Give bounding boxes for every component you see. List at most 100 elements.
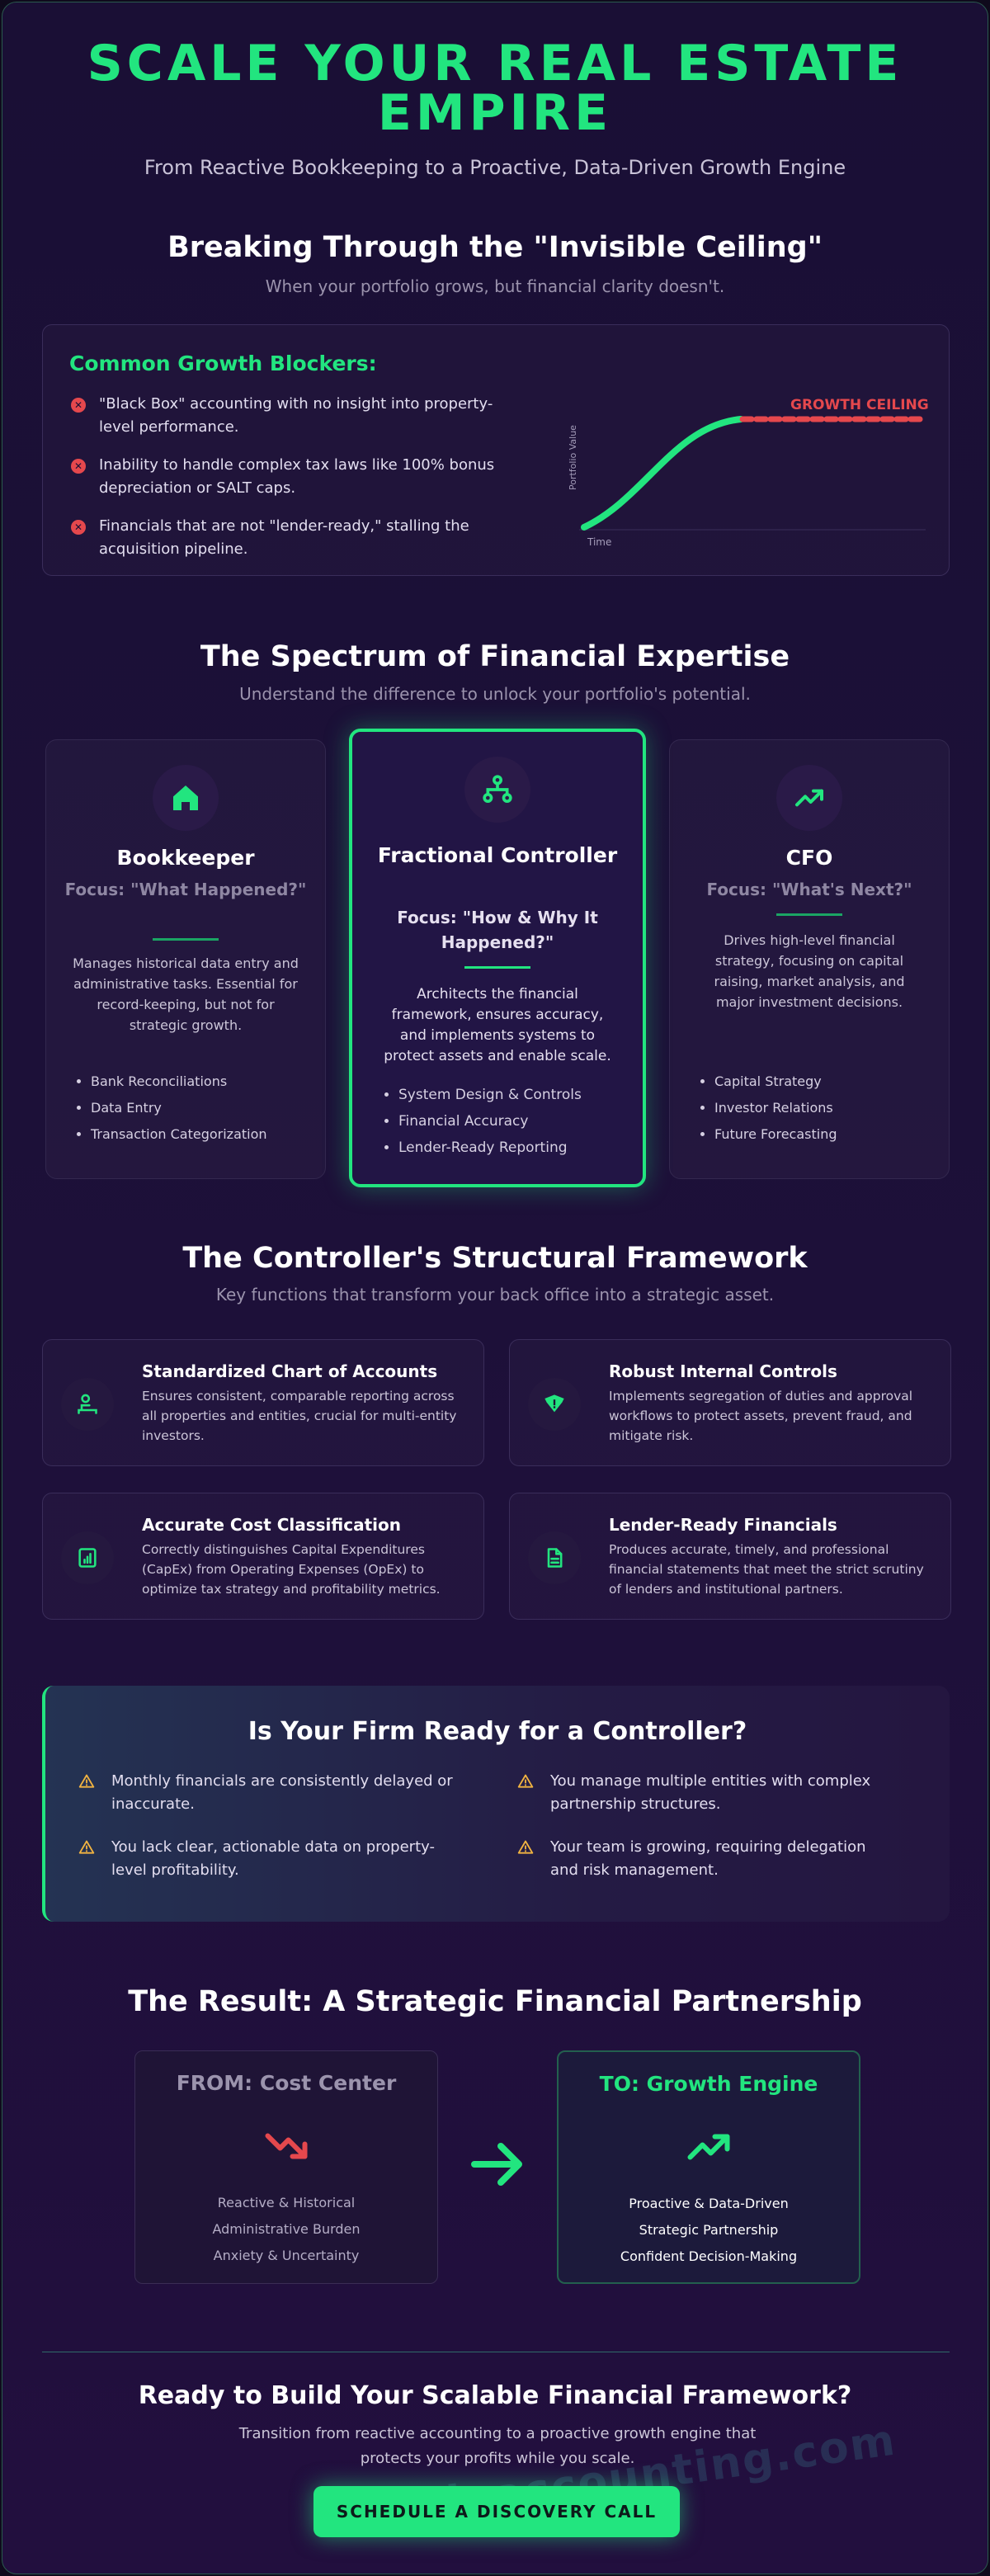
arrow-right-icon — [471, 2143, 522, 2186]
framework-card-description: Produces accurate, timely, and professio… — [609, 1542, 924, 1597]
blockers-title: Common Growth Blockers: — [69, 351, 377, 375]
to-list: Proactive & Data-Driven Strategic Partne… — [559, 2191, 859, 2270]
trend-down-icon — [265, 2133, 308, 2159]
list-item: Data Entry — [91, 1095, 267, 1121]
spec-focus: Focus: "What Happened?" — [64, 880, 307, 899]
cta-subtitle: Transition from reactive accounting to a… — [238, 2425, 757, 2467]
framework-card-description: Correctly distinguishes Capital Expendit… — [142, 1542, 441, 1597]
warning-icon — [517, 1840, 534, 1854]
hierarchy-icon — [464, 757, 530, 823]
from-cost-center-card: FROM: Cost Center Reactive & Historical … — [134, 2050, 438, 2284]
spec-list: Bank Reconciliations Data Entry Transact… — [91, 1069, 267, 1148]
x-axis-label: Time — [587, 536, 611, 548]
spec-description: Drives high-level financial strategy, fo… — [714, 932, 905, 1010]
trend-up-icon — [687, 2134, 730, 2160]
cta-title: Ready to Build Your Scalable Financial F… — [138, 2381, 852, 2410]
from-title: FROM: Cost Center — [176, 2071, 397, 2095]
spectrum-subtitle: Understand the difference to unlock your… — [239, 684, 751, 704]
readiness-title: Is Your Firm Ready for a Controller? — [248, 1717, 747, 1746]
framework-card-title: Robust Internal Controls — [609, 1361, 837, 1381]
list-item: Future Forecasting — [714, 1121, 837, 1148]
bookkeeper-card: Bookkeeper Focus: "What Happened?" Manag… — [45, 739, 326, 1179]
fractional-controller-card: Fractional Controller Focus: "How & Why … — [349, 729, 646, 1187]
framework-card-title: Accurate Cost Classification — [142, 1515, 401, 1535]
list-item: Strategic Partnership — [639, 2222, 779, 2238]
spec-focus: Focus: "How & Why It Happened?" — [397, 908, 598, 952]
list-item: Your team is growing, requiring delegati… — [517, 1836, 897, 1882]
framework-card-cost-classification: Accurate Cost Classification Correctly d… — [42, 1493, 484, 1620]
list-item: Transaction Categorization — [91, 1121, 267, 1148]
list-item: Capital Strategy — [714, 1069, 837, 1095]
spectrum-title: The Spectrum of Financial Expertise — [200, 640, 790, 673]
list-item: Administrative Burden — [212, 2221, 361, 2237]
framework-card-description: Implements segregation of duties and app… — [609, 1389, 913, 1443]
to-growth-engine-card: TO: Growth Engine Proactive & Data-Drive… — [557, 2050, 860, 2284]
framework-card-title: Standardized Chart of Accounts — [142, 1361, 438, 1381]
schedule-discovery-call-button[interactable]: SCHEDULE A DISCOVERY CALL — [314, 2486, 680, 2537]
framework-card-internal-controls: Robust Internal Controls Implements segr… — [509, 1339, 951, 1466]
ceiling-label: GROWTH CEILING — [790, 397, 929, 413]
framework-card-description: Ensures consistent, comparable reporting… — [142, 1389, 457, 1443]
growth-blockers-card: Common Growth Blockers: ✕"Black Box" acc… — [42, 324, 950, 576]
hero-title: SCALE YOUR REAL ESTATE EMPIRE — [2, 39, 988, 138]
warning-icon — [517, 1774, 534, 1788]
hero-title-line2: EMPIRE — [377, 84, 613, 142]
spec-description: Architects the financial framework, ensu… — [384, 986, 611, 1064]
x-circle-icon: ✕ — [71, 398, 86, 413]
framework-card-lender-ready: Lender-Ready Financials Produces accurat… — [509, 1493, 951, 1620]
divider — [776, 913, 842, 916]
controller-readiness-panel: Is Your Firm Ready for a Controller? Mon… — [42, 1686, 950, 1922]
hero-subtitle: From Reactive Bookkeeping to a Proactive… — [144, 156, 846, 179]
spec-name: Bookkeeper — [116, 846, 255, 870]
list-item: You manage multiple entities with comple… — [517, 1770, 897, 1816]
to-title: TO: Growth Engine — [599, 2072, 818, 2096]
growth-curve — [581, 416, 744, 531]
spec-name: CFO — [785, 846, 833, 870]
spec-list: System Design & Controls Financial Accur… — [398, 1082, 582, 1161]
document-icon — [528, 1531, 581, 1584]
list-item: Proactive & Data-Driven — [629, 2196, 789, 2211]
list-item: Anxiety & Uncertainty — [213, 2248, 360, 2263]
list-item: ✕Financials that are not "lender-ready,"… — [71, 515, 508, 561]
list-item: ✕"Black Box" accounting with no insight … — [71, 393, 508, 439]
divider — [464, 966, 530, 969]
x-circle-icon: ✕ — [71, 520, 86, 535]
trend-up-icon — [776, 765, 842, 831]
list-item: Investor Relations — [714, 1095, 837, 1121]
from-list: Reactive & Historical Administrative Bur… — [135, 2190, 437, 2269]
cfo-card: CFO Focus: "What's Next?" Drives high-le… — [669, 739, 950, 1179]
framework-card-chart-of-accounts: Standardized Chart of Accounts Ensures c… — [42, 1339, 484, 1466]
ceiling-title: Breaking Through the "Invisible Ceiling" — [167, 231, 823, 264]
framework-title: The Controller's Structural Framework — [182, 1242, 808, 1275]
framework-card-title: Lender-Ready Financials — [609, 1515, 837, 1535]
home-icon — [153, 765, 219, 831]
framework-subtitle: Key functions that transform your back o… — [215, 1285, 775, 1305]
ceiling-subtitle: When your portfolio grows, but financial… — [265, 276, 725, 296]
list-item: ✕Inability to handle complex tax laws li… — [71, 454, 508, 500]
list-item: Reactive & Historical — [217, 2195, 356, 2210]
list-item: Monthly financials are consistently dela… — [78, 1770, 458, 1816]
warning-icon — [78, 1840, 95, 1854]
org-chart-icon — [61, 1378, 114, 1431]
list-item: Lender-Ready Reporting — [398, 1135, 582, 1161]
list-item: Financial Accuracy — [398, 1108, 582, 1135]
list-item: Bank Reconciliations — [91, 1069, 267, 1095]
hero-title-line1: SCALE YOUR REAL ESTATE — [87, 35, 903, 92]
list-item: Confident Decision-Making — [620, 2248, 798, 2264]
divider — [153, 938, 219, 941]
spec-description: Manages historical data entry and admini… — [73, 955, 299, 1033]
spec-focus: Focus: "What's Next?" — [706, 880, 912, 899]
report-icon — [61, 1531, 114, 1584]
result-title: The Result: A Strategic Financial Partne… — [128, 1985, 862, 2018]
list-item: You lack clear, actionable data on prope… — [78, 1836, 458, 1882]
x-circle-icon: ✕ — [71, 459, 86, 474]
shield-icon — [528, 1378, 581, 1431]
list-item: System Design & Controls — [398, 1082, 582, 1108]
growth-ceiling-illustration: GROWTH CEILING Portfolio Value Time — [568, 397, 929, 548]
blockers-list: ✕"Black Box" accounting with no insight … — [71, 393, 508, 576]
y-axis-label: Portfolio Value — [568, 425, 578, 490]
warning-icon — [78, 1774, 95, 1788]
spec-list: Capital Strategy Investor Relations Futu… — [714, 1069, 837, 1148]
spec-name: Fractional Controller — [377, 843, 618, 867]
